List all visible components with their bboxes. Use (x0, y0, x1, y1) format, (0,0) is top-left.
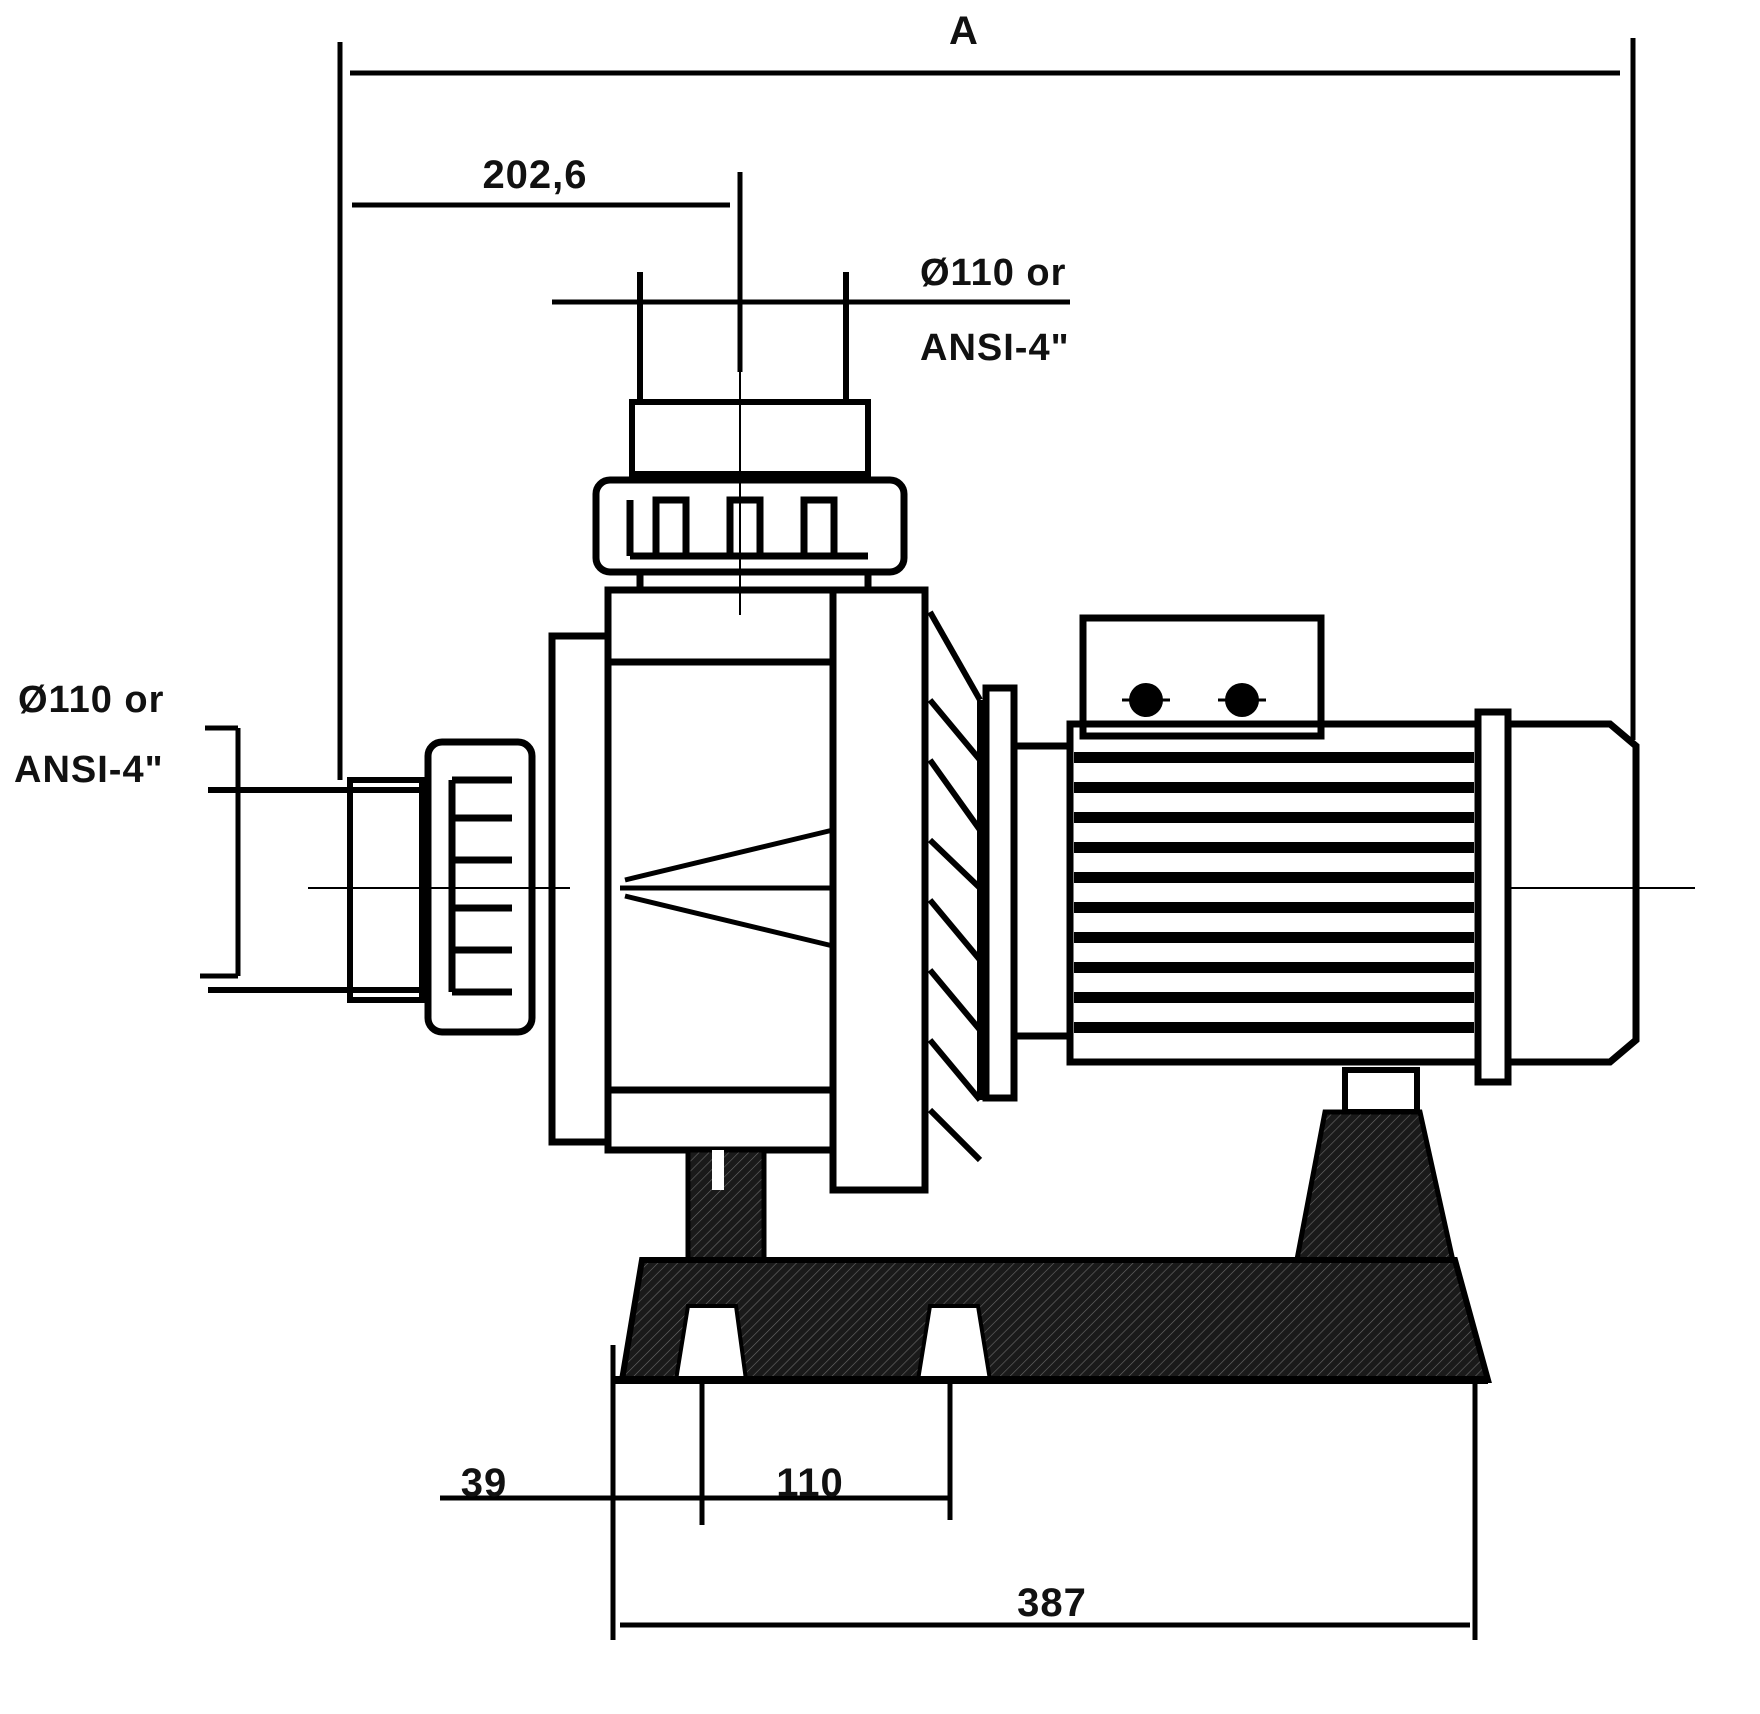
terminal-screw-right-icon (1218, 683, 1266, 717)
outlet-connection-label-2: ANSI-4" (920, 327, 1070, 369)
outlet-union-nut (592, 476, 908, 590)
dim-label-387: 387 (1017, 1581, 1087, 1625)
inlet-connection-label-2: ANSI-4" (14, 749, 164, 791)
motor-body (1066, 720, 1482, 1066)
outlet-connection-label-1: Ø110 or (920, 252, 1066, 294)
dim-label-a: A (949, 9, 979, 53)
motor-flange (982, 684, 1074, 1102)
terminal-box (1079, 614, 1325, 740)
inlet-union-nut (424, 738, 536, 1036)
center-lines (308, 372, 1695, 889)
motor-cooling-fins (1074, 752, 1474, 1033)
dim-label-202-6: 202,6 (482, 153, 587, 197)
dim-label-110: 110 (776, 1461, 844, 1505)
dim-label-39: 39 (461, 1461, 508, 1505)
dimension-lines (200, 38, 1636, 1640)
inlet-connection-label-1: Ø110 or (18, 679, 164, 721)
motor-end-bell (1474, 708, 1640, 1086)
outlet-pipe (629, 272, 871, 477)
coupling-ribs (927, 610, 983, 1163)
inlet-pipe (208, 777, 425, 1003)
volute-lines (620, 827, 834, 949)
motor-support (1291, 1067, 1459, 1273)
pump-support-leg (685, 1147, 767, 1273)
terminal-screw-left-icon (1122, 683, 1170, 717)
base-frame (613, 1257, 1492, 1384)
